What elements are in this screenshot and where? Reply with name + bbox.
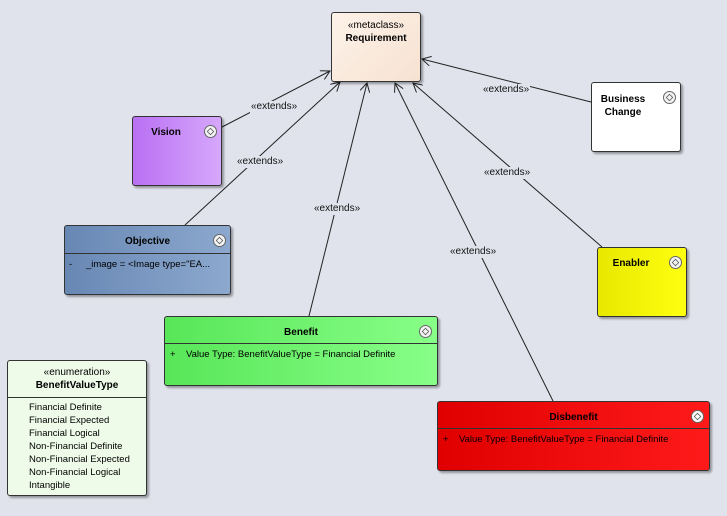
element-type-icon (663, 91, 676, 104)
enum-literal: Intangible (29, 480, 71, 491)
business-change-node[interactable]: Business Change (591, 82, 681, 152)
connector-label: «extends» (449, 246, 498, 258)
enum-literal: Financial Logical (29, 428, 100, 439)
node-name-line-2: Change (604, 107, 642, 118)
element-type-icon (213, 234, 226, 247)
element-type-icon (691, 410, 704, 423)
enum-literal: Financial Expected (29, 415, 110, 426)
node-name: BenefitValueType (35, 380, 119, 391)
element-type-icon (204, 125, 217, 138)
attribute-visibility: - (69, 259, 73, 270)
stereotype-label: «metaclass» (347, 20, 405, 31)
compartment-divider (165, 343, 437, 344)
connector-disbenefit-requirement (395, 83, 554, 402)
connector-enabler-requirement (413, 83, 603, 248)
compartment-divider (65, 253, 230, 254)
attribute-row: Value Type: BenefitValueType = Financial… (186, 349, 396, 360)
node-name: Objective (124, 236, 171, 247)
connector-label: «extends» (482, 84, 531, 96)
benefit-value-type-enumeration[interactable]: «enumeration» BenefitValueType Financial… (7, 360, 147, 496)
connector-label: «extends» (483, 167, 532, 179)
attribute-row: Value Type: BenefitValueType = Financial… (459, 434, 669, 445)
connector-business-change-requirement (422, 59, 592, 103)
enum-literal: Non-Financial Logical (29, 467, 121, 478)
enum-literal: Non-Financial Definite (29, 441, 123, 452)
node-name: Enabler (612, 258, 650, 269)
element-type-icon (419, 325, 432, 338)
attribute-visibility: + (443, 434, 449, 445)
compartment-divider (438, 428, 709, 429)
node-name: Benefit (284, 327, 318, 338)
enum-literal: Non-Financial Expected (29, 454, 130, 465)
enum-literal: Financial Definite (29, 402, 102, 413)
compartment-divider (8, 397, 146, 398)
node-name: Vision (151, 127, 181, 138)
connector-label: «extends» (236, 156, 285, 168)
attribute-row: _image = <Image type="EA... (86, 259, 211, 270)
disbenefit-node[interactable]: Disbenefit + Value Type: BenefitValueTyp… (437, 401, 710, 471)
node-name: Disbenefit (549, 412, 598, 423)
requirement-metaclass-node[interactable]: «metaclass» Requirement (331, 12, 421, 82)
connector-label: «extends» (250, 101, 299, 113)
attribute-visibility: + (170, 349, 176, 360)
connector-benefit-requirement (308, 83, 367, 317)
connector-vision-requirement (221, 71, 330, 128)
vision-node[interactable]: Vision (132, 116, 222, 186)
connector-label: «extends» (313, 203, 362, 215)
objective-node[interactable]: Objective - _image = <Image type="EA... (64, 225, 231, 295)
connector-objective-requirement (184, 82, 340, 226)
enabler-node[interactable]: Enabler (597, 247, 687, 317)
stereotype-label: «enumeration» (43, 367, 111, 378)
node-name-line-1: Business (600, 94, 646, 105)
element-type-icon (669, 256, 682, 269)
benefit-node[interactable]: Benefit + Value Type: BenefitValueType =… (164, 316, 438, 386)
node-name: Requirement (345, 33, 407, 44)
